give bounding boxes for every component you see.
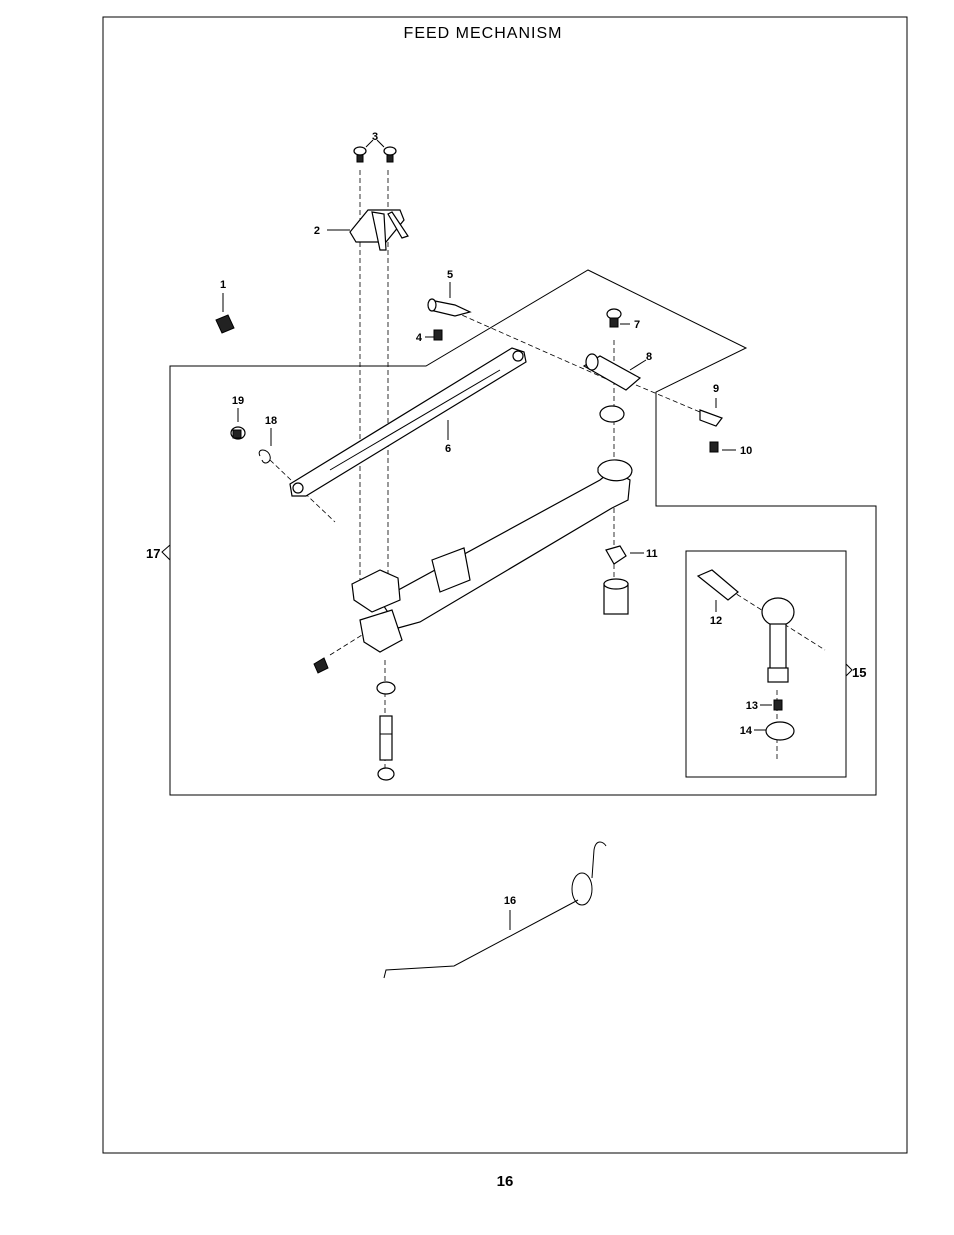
- callout-1: 1: [220, 279, 226, 291]
- washer: [599, 405, 625, 423]
- brace-15: [845, 663, 853, 677]
- callout-7: 7: [634, 319, 640, 331]
- part-12-pin: [696, 569, 739, 601]
- part-7-screw: [606, 308, 622, 328]
- part-1-set-screw: [215, 314, 235, 334]
- part-9-pin: [699, 409, 723, 427]
- page-number: 16: [497, 1173, 514, 1190]
- callout-18: 18: [265, 415, 277, 427]
- callout-6: 6: [445, 443, 451, 455]
- page-frame: [102, 16, 908, 1154]
- lower-pin: [379, 715, 393, 761]
- callout-10: 10: [740, 445, 752, 457]
- part-10-screw: [709, 441, 719, 453]
- part-6-feed-link: [289, 347, 527, 497]
- callout-8: 8: [646, 351, 652, 363]
- part-5-pin: [427, 298, 472, 317]
- part-2-bracket: [349, 209, 409, 251]
- callout-19: 19: [232, 395, 244, 407]
- bushing-right: [603, 578, 629, 615]
- callout-16: 16: [504, 895, 516, 907]
- callout-17: 17: [146, 546, 160, 561]
- alignment-lines: [269, 170, 826, 770]
- callout-12: 12: [710, 615, 722, 627]
- part-16-wire: [383, 841, 607, 979]
- callout-5: 5: [447, 269, 453, 281]
- set-screw-left: [313, 657, 329, 674]
- callout-14: 14: [740, 725, 753, 737]
- callout-3: 3: [372, 131, 378, 143]
- washer-bottom: [377, 767, 395, 781]
- part-14-ring: [765, 721, 795, 741]
- part-8-sleeve: [582, 353, 642, 391]
- brace-17: [161, 544, 171, 561]
- callout-2: 2: [314, 225, 320, 237]
- callout-4: 4: [416, 332, 423, 344]
- callout-11: 11: [646, 548, 658, 560]
- part-3-screws: [353, 139, 397, 163]
- assembly-15-lever: [761, 597, 795, 683]
- callout-13: 13: [746, 700, 758, 712]
- part-13-screw: [773, 699, 783, 711]
- page-title: FEED MECHANISM: [404, 25, 563, 42]
- washer-lower: [376, 681, 396, 695]
- callout-15: 15: [852, 665, 866, 680]
- part-11-eccentric: [605, 545, 627, 565]
- assembly-17-outline: [169, 269, 877, 796]
- part-4-screw: [433, 329, 443, 341]
- part-17-feed-shaft: [351, 459, 633, 653]
- part-19-plug: [230, 426, 246, 440]
- leader-lines: [222, 229, 772, 930]
- callout-9: 9: [713, 383, 719, 395]
- part-18-clip: [258, 449, 271, 464]
